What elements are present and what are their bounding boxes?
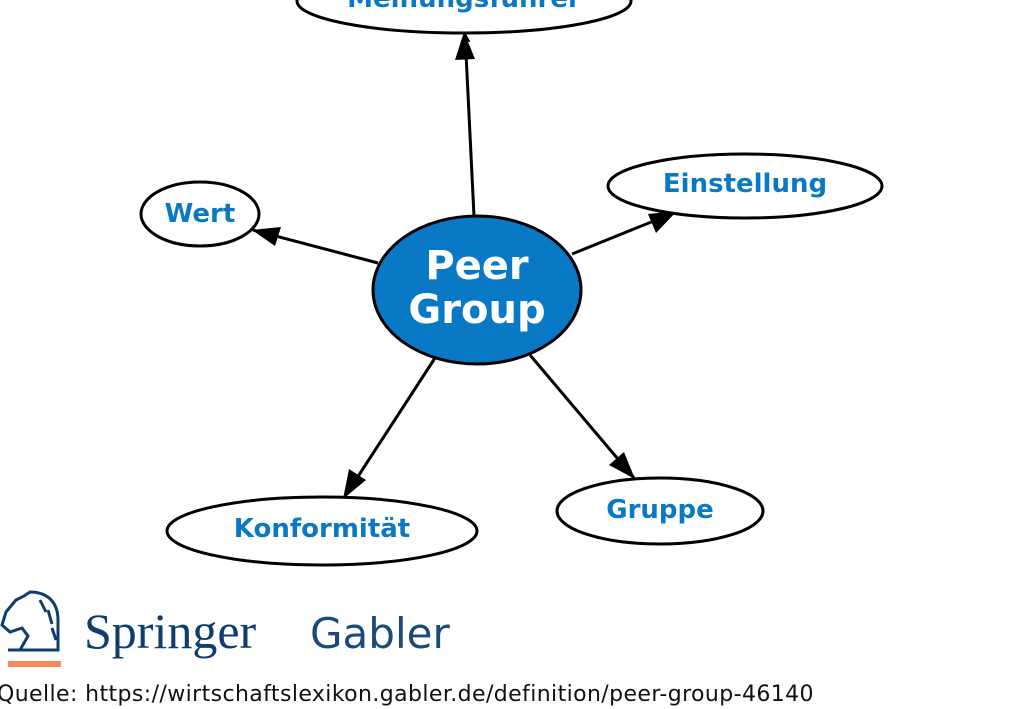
source-citation: Quelle: https://wirtschaftslexikon.gable… xyxy=(0,682,814,707)
center-label-line1: Peer xyxy=(425,243,529,289)
node-konformitaet xyxy=(165,495,479,567)
node-einstellung xyxy=(606,152,884,220)
arrow-to-gruppe xyxy=(528,354,636,479)
arrowhead xyxy=(455,32,475,60)
node-label-wert: Wert xyxy=(165,199,236,229)
node-label-konformitaet: Konformität xyxy=(234,514,410,544)
logo-gabler: Gabler xyxy=(310,609,450,658)
arrowhead xyxy=(343,469,366,499)
arrowhead xyxy=(252,227,281,246)
node-gruppe xyxy=(555,476,765,546)
node-label-gruppe: Gruppe xyxy=(606,495,714,525)
node-meinungsfuehrer xyxy=(295,0,633,35)
arrowhead xyxy=(648,211,677,233)
node-label-einstellung: Einstellung xyxy=(663,169,827,199)
arrowhead xyxy=(609,452,635,479)
logo-springer: Springer xyxy=(84,603,257,659)
node-wert xyxy=(139,180,261,248)
node-label-meinungsfuehrer: Meinungsführer xyxy=(347,0,581,14)
springer-horse-logo-icon xyxy=(0,590,60,652)
node-peer-group xyxy=(371,214,583,366)
arrow-to-meinungsfuehrer xyxy=(460,32,476,217)
center-label-line2: Group xyxy=(408,287,545,333)
arrow-to-konformitaet xyxy=(342,357,437,499)
logo-underline xyxy=(8,661,61,667)
